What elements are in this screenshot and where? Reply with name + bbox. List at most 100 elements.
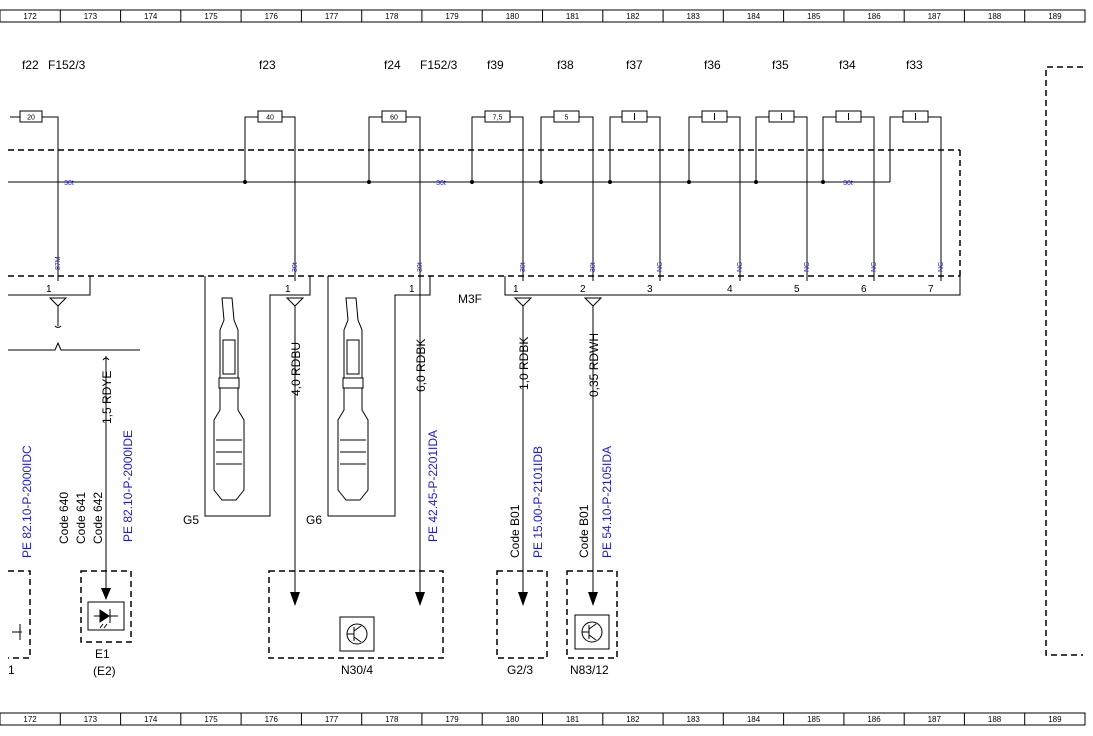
terminal-g5-picture — [213, 297, 245, 501]
ruler-cell-label: 180 — [506, 715, 520, 724]
transistor-icon-n30 — [339, 616, 375, 652]
component-label-n83-12: N83/12 — [570, 663, 609, 677]
fuse-label-f24: f24 — [384, 58, 401, 72]
ruler-cell-label: 186 — [867, 12, 881, 21]
wire-label-6-0-rdbk: 6,0 RDBK — [414, 339, 428, 392]
ruler-cell-label: 187 — [928, 12, 942, 21]
component-label-g2-3: G2/3 — [507, 663, 533, 677]
pin-6-m3f: 6 — [861, 284, 867, 295]
fuse-value-f22: 20 — [27, 115, 35, 122]
ruler-cell-label: 175 — [204, 12, 218, 21]
pin-2-m3f: 2 — [580, 284, 586, 295]
ref-link-pe-82-10-ide[interactable]: PE 82.10-P-2000IDE — [121, 430, 135, 542]
component-label-1: 1 — [8, 663, 15, 677]
ruler-cell-label: 187 — [928, 715, 942, 724]
right-module-outline — [1045, 66, 1083, 656]
ref-link-pe-54-10[interactable]: PE 54.10-P-2105IDA — [600, 446, 614, 558]
ruler-cell-label: 181 — [566, 715, 580, 724]
ground-label-g5: G5 — [183, 513, 199, 527]
ruler-cell-label: 176 — [265, 715, 279, 724]
component-symbol-left — [12, 624, 22, 640]
ground-label-g6: G6 — [306, 513, 322, 527]
pin-4-m3f: 4 — [727, 284, 733, 295]
pin-tag-nc-7: NC — [938, 262, 945, 272]
pin-1-m3f: 1 — [513, 284, 519, 295]
wire-label-1-5-rdye: 1,5 RDYE — [100, 371, 114, 424]
fuse-label-f34: f34 — [839, 58, 856, 72]
pin-tag-nc-6: NC — [871, 262, 878, 272]
ruler-cell-label: 172 — [23, 715, 37, 724]
ruler-cell-label: 186 — [867, 715, 881, 724]
fuse-label-f38: f38 — [557, 58, 574, 72]
code-label-641: Code 641 — [74, 492, 88, 544]
connector-markers — [48, 297, 603, 307]
ruler-cell-label: 185 — [807, 12, 821, 21]
code-labels: Code 640 Code 641 Code 642 Code B01 Code… — [57, 492, 591, 558]
ruler-cell-label: 179 — [445, 715, 459, 724]
pin-tag-30t-b: 30t — [417, 262, 424, 272]
code-label-b01-a: Code B01 — [508, 504, 522, 558]
bus-tag-right: 30t — [843, 180, 853, 187]
wire-label-4-0-rdbu: 4,0 RDBU — [289, 342, 303, 396]
ruler-cell-label: 177 — [325, 12, 339, 21]
pin-tag-87m: 87M — [55, 256, 62, 270]
pin-1-g6: 1 — [409, 284, 415, 295]
downstream-wires — [8, 281, 598, 606]
ruler-cell-label: 175 — [204, 715, 218, 724]
component-label-e2: (E2) — [93, 664, 116, 678]
fuse-label-f35: f35 — [772, 58, 789, 72]
pin-1-left: 1 — [46, 284, 52, 295]
fuse-label-f22: f22 — [22, 58, 39, 72]
pin-tag-30t-c: 30t — [520, 262, 527, 272]
ruler-cell-label: 180 — [506, 12, 520, 21]
ruler-cell-label: 183 — [687, 12, 701, 21]
ruler-cell-label: 185 — [807, 715, 821, 724]
ruler-cell-label: 176 — [265, 12, 279, 21]
fuse-label-f152-3-a: F152/3 — [48, 58, 86, 72]
ref-link-pe-42-45[interactable]: PE 42.45-P-2201IDA — [426, 430, 440, 542]
code-label-642: Code 642 — [91, 492, 105, 544]
component-boxes: E1 (E2) N30/4 G2/3 N83/12 1 — [8, 570, 618, 678]
transistor-icon-n83 — [574, 614, 610, 650]
pin-3-m3f: 3 — [647, 284, 653, 295]
pin-5-m3f: 5 — [794, 284, 800, 295]
fuse-label-f39: f39 — [487, 58, 504, 72]
ruler-cell-label: 179 — [445, 12, 459, 21]
ref-link-pe-82-10-idc[interactable]: PE 82.10-P-2000IDC — [20, 445, 34, 558]
wire-label-0-35-rdwh: 0,35 RDWH — [587, 333, 601, 397]
component-label-e1: E1 — [95, 647, 110, 661]
pin-7-m3f: 7 — [928, 284, 934, 295]
led-icon — [87, 601, 125, 631]
ruler-cell-label: 181 — [566, 12, 580, 21]
ruler-cell-label: 184 — [747, 715, 761, 724]
ref-link-pe-15-00[interactable]: PE 15.00-P-2101IDB — [531, 446, 545, 558]
ruler-cell-label: 173 — [84, 12, 98, 21]
fuse-labels: f22 F152/3 f23 f24 F152/3 f39 f38 f37 f3… — [22, 58, 923, 72]
connector-housings: 1 1 1 M3F 1 2 3 4 5 6 7 — [8, 276, 961, 517]
fuses: 20 40 60 7,5 5 — [10, 110, 942, 150]
pin-tag-nc-5: NC — [804, 262, 811, 272]
fuse-label-f23: f23 — [259, 58, 276, 72]
ruler-cell-label: 178 — [385, 12, 399, 21]
ruler-cell-label: 188 — [988, 715, 1002, 724]
fuse-value-f38: 5 — [565, 115, 569, 122]
terminal-g6-picture — [337, 297, 369, 501]
ruler-cell-label: 188 — [988, 12, 1002, 21]
output-wires — [57, 150, 942, 281]
fuse-value-f39: 7,5 — [493, 115, 503, 122]
bus-tag-middle: 30t — [436, 180, 446, 187]
code-label-640: Code 640 — [57, 492, 71, 544]
ruler-cell-label: 184 — [747, 12, 761, 21]
pin-tag-30t-a: 30t — [292, 262, 299, 272]
bus-30t: 30t 30t 30t — [8, 150, 891, 187]
ruler-cell-label: 174 — [144, 12, 158, 21]
fuse-label-f152-3-b: F152/3 — [420, 58, 458, 72]
ruler-cell-label: 189 — [1048, 715, 1062, 724]
wire-labels: 1,5 RDYE 4,0 RDBU 6,0 RDBK 1,0 RDBK 0,35… — [100, 333, 601, 424]
component-label-n30-4: N30/4 — [341, 663, 373, 677]
ruler-cell-label: 183 — [687, 715, 701, 724]
fuse-label-f37: f37 — [626, 58, 643, 72]
